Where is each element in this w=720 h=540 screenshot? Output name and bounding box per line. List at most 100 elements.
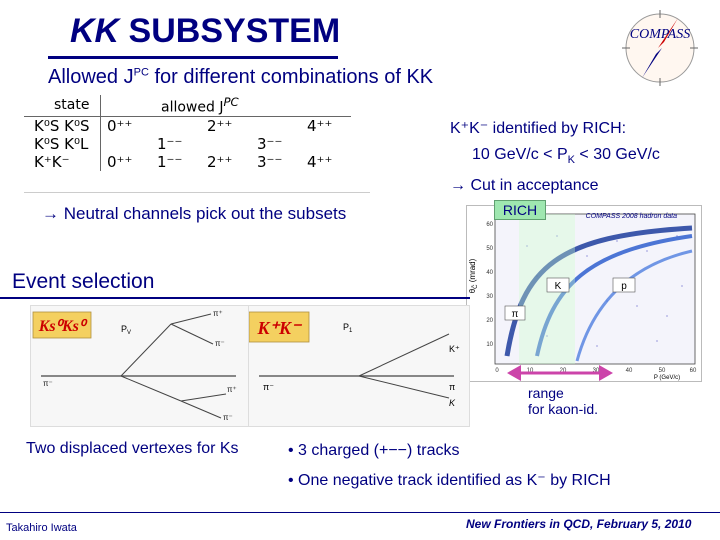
row-cell: 4⁺⁺: [307, 116, 333, 135]
kk-piminus: π⁻: [263, 382, 274, 392]
row-cell: 3⁻⁻: [257, 134, 283, 153]
ksks-track: π⁺: [213, 309, 223, 318]
footer-line: [0, 512, 720, 513]
rich-xtick: 10: [527, 368, 534, 374]
rich-ytick: 60: [486, 222, 493, 228]
range-line2: for kaon-id.: [528, 401, 599, 417]
rich-ytick: 10: [486, 342, 493, 348]
jpc-table: state allowed JPC K⁰S K⁰S 0⁺⁺ 2⁺⁺ 4⁺⁺ K⁰…: [24, 95, 370, 193]
compass-needle-blue: [642, 48, 662, 78]
row-cell: [301, 135, 351, 153]
kk-id-line2: 10 GeV/c < PK < 30 GeV/c: [450, 142, 660, 173]
kk-p1-sub: 1: [349, 328, 353, 334]
header-state: state: [24, 95, 101, 117]
rich-xtick: 20: [560, 368, 567, 374]
range-line1: range: [528, 385, 564, 401]
rich-label-p: p: [621, 281, 627, 292]
row-cell: 4⁺⁺: [307, 152, 333, 171]
ksks-pv: PV: [121, 324, 131, 336]
rich-xtick: 30: [593, 368, 600, 374]
kk-kplus: K⁺: [449, 344, 460, 354]
ksks-track: π⁻: [215, 339, 225, 348]
kk-pi: π: [449, 382, 455, 392]
row-cell: 0⁺⁺: [107, 152, 133, 171]
header-allowed: allowed JPC: [100, 95, 351, 117]
row-state: K⁰S K⁰S: [24, 116, 101, 135]
bullet-list: • 3 charged (+−−) tracks • One negative …: [288, 436, 611, 496]
rich-ytick: 30: [486, 294, 493, 300]
row-state: K⁺K⁻: [24, 152, 101, 171]
compass-logo-text: COMPASS: [630, 27, 690, 42]
row-cell: [101, 135, 152, 153]
table-header: state allowed JPC: [24, 95, 351, 117]
ksks-pv-main: P: [121, 324, 127, 334]
rich-xtick: 0: [495, 368, 499, 374]
bullet-item: • One negative track identified as K⁻ by…: [288, 472, 611, 489]
row-cell: 1⁻⁻: [157, 152, 183, 171]
row-cell: [251, 116, 301, 135]
kk-id-line2-post: < 30 GeV/c: [574, 146, 660, 163]
rich-ytick: 40: [486, 270, 493, 276]
rich-plot: COMPASS 2008 hadron data K p π θČ (mrad)…: [466, 205, 702, 382]
diagram-ksks: Ks⁰Ks⁰ PV π⁺ π⁻ π⁺ π⁻ π⁻: [30, 305, 252, 427]
range-text: range for kaon-id.: [528, 385, 598, 417]
rich-band-pi: [504, 225, 693, 357]
rich-ytick: 20: [486, 318, 493, 324]
kk-label: K⁺K⁻: [256, 318, 303, 338]
row-cell: 3⁻⁻: [257, 152, 283, 171]
rich-label: RICH: [494, 200, 546, 220]
kk-id-line2-pre: 10 GeV/c < P: [472, 146, 568, 163]
row-cell: 0⁺⁺: [107, 116, 133, 135]
kk-id-line3: → Cut in acceptance: [450, 177, 599, 195]
ksks-track: π⁻: [43, 379, 53, 388]
header-allowed-sup: PC: [223, 95, 239, 109]
rich-xtick: 60: [690, 368, 697, 374]
kk-p1-main: P: [343, 322, 349, 332]
slide-subtitle: Allowed JPC for different combinations o…: [48, 66, 433, 89]
ksks-label: Ks⁰Ks⁰: [38, 318, 88, 335]
footer-author: Takahiro Iwata: [6, 522, 77, 534]
subtitle-sup: PC: [133, 66, 149, 79]
rich-ylabel-sub: Č: [472, 284, 479, 289]
rich-xtick: 50: [659, 368, 666, 374]
rich-ylabel: θČ (mrad): [468, 258, 479, 293]
footer-conference: New Frontiers in QCD, February 5, 2010: [466, 517, 692, 531]
header-allowed-text: allowed J: [161, 99, 224, 116]
compass-logo: COMPASS: [622, 10, 698, 86]
kk-k: K: [449, 398, 456, 408]
row-cell: 2⁺⁺: [207, 152, 233, 171]
subtitle-pre: Allowed J: [48, 66, 134, 88]
rich-band-k: [535, 234, 693, 357]
rich-xlabel: P (GeV/c): [654, 375, 680, 381]
row-cell: [201, 135, 251, 153]
ksks-track: π⁺: [227, 385, 237, 394]
ksks-pv-sub: V: [127, 330, 131, 336]
rich-plot-header: COMPASS 2008 hadron data: [586, 213, 677, 220]
rich-label-pi: π: [512, 309, 519, 320]
table-row: K⁰S K⁰L 1⁻⁻ 3⁻⁻: [24, 134, 351, 153]
kk-identification: K⁺K⁻ identified by RICH: 10 GeV/c < PK <…: [450, 116, 660, 199]
neutral-channels-text: → Neutral channels pick out the subsets: [42, 204, 347, 223]
rich-ylabel-unit: (mrad): [468, 258, 477, 284]
compass-needle-red: [658, 18, 678, 48]
kk-id-line2-sub: K: [567, 154, 575, 167]
table-row: K⁰S K⁰S 0⁺⁺ 2⁺⁺ 4⁺⁺: [24, 116, 351, 135]
caption-ks: Two displaced vertexes for Ks: [26, 440, 239, 457]
kk-id-line1: K⁺K⁻ identified by RICH:: [450, 120, 627, 137]
rich-ylabel-main: θ: [468, 288, 477, 293]
row-cell: 1⁻⁻: [157, 134, 183, 153]
row-state: K⁰S K⁰L: [24, 134, 101, 153]
rich-label-k: K: [555, 281, 562, 292]
slide-title: KK SUBSYSTEM: [70, 12, 340, 51]
title-kk: KK: [70, 12, 120, 50]
diagram-kk: K⁺K⁻ P1 K⁺ π⁻ π K: [248, 305, 470, 427]
title-underline: [48, 56, 338, 59]
rich-ytick: 50: [486, 246, 493, 252]
table-row: K⁺K⁻ 0⁺⁺ 1⁻⁻ 2⁺⁺ 3⁻⁻ 4⁺⁺: [24, 152, 351, 171]
rich-xtick: 40: [626, 368, 633, 374]
row-cell: [151, 116, 201, 135]
bullet-item: • 3 charged (+−−) tracks: [288, 442, 460, 459]
ksks-track: π⁻: [223, 413, 233, 422]
range-arrow: [507, 365, 613, 381]
event-selection-line: [0, 297, 470, 299]
